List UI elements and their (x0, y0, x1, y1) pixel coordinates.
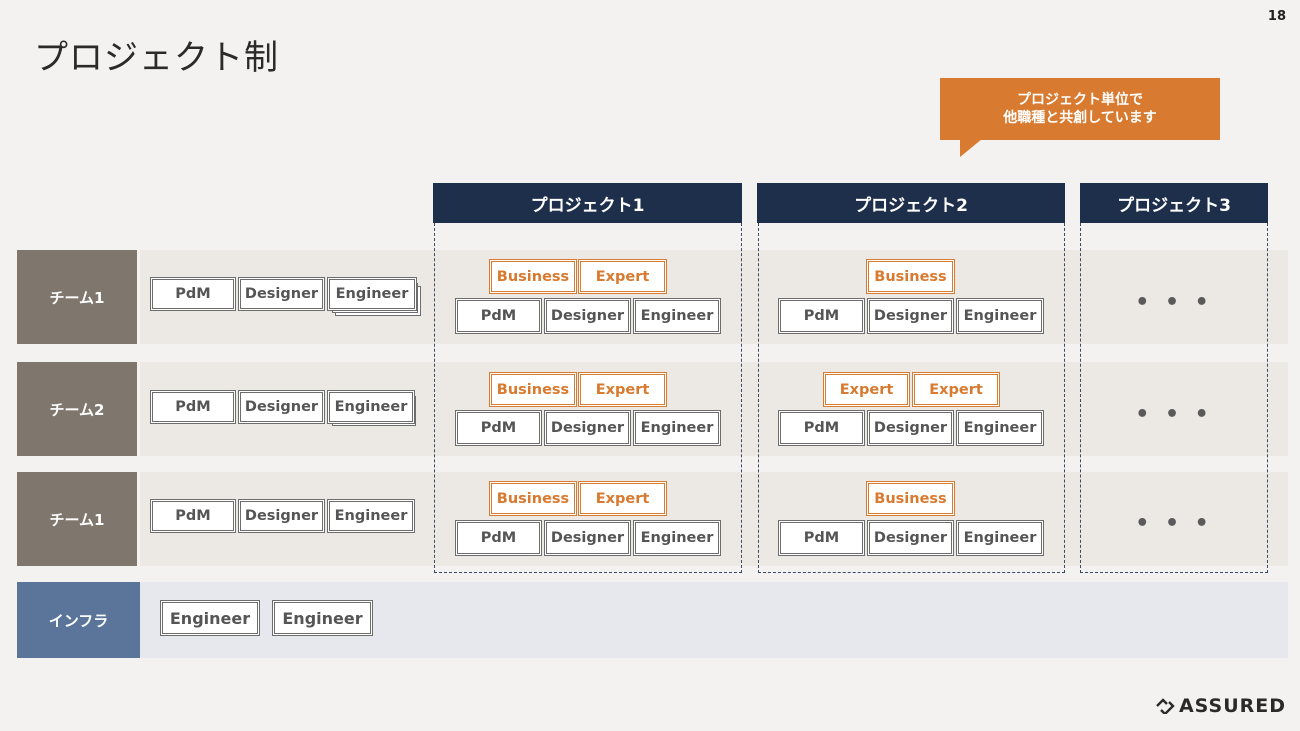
member-box-orange: Expert (579, 373, 666, 406)
member-box-orange: Expert (579, 482, 666, 515)
callout-tail (960, 139, 982, 157)
callout-line-1: プロジェクト単位で (1017, 92, 1143, 108)
member-box: Designer (239, 278, 324, 310)
infra-label: インフラ (17, 582, 140, 658)
logo-text: ASSURED (1178, 695, 1286, 717)
member-box-orange: Business (867, 260, 954, 293)
member-box: Engineer (957, 521, 1043, 555)
diamond-check-icon (1156, 698, 1175, 714)
member-box: PdM (779, 521, 864, 555)
member-box-orange: Business (490, 482, 576, 515)
member-box-orange: Expert (824, 373, 909, 406)
member-box-orange: Business (490, 260, 576, 293)
member-box: Engineer (161, 601, 259, 635)
member-box: PdM (151, 500, 235, 532)
member-box: Engineer (273, 601, 372, 635)
project-2-header: プロジェクト2 (757, 183, 1065, 223)
team-label: チーム1 (17, 250, 137, 344)
member-box: Designer (868, 411, 953, 445)
member-box: Designer (239, 391, 324, 423)
member-box: Engineer (634, 411, 720, 445)
page-title: プロジェクト制 (34, 38, 279, 78)
member-box: Designer (239, 500, 324, 532)
member-box-orange: Expert (913, 373, 999, 406)
member-box: Designer (545, 411, 630, 445)
team-label: チーム2 (17, 362, 137, 456)
member-box: Engineer (957, 299, 1043, 333)
member-box: Designer (545, 521, 630, 555)
member-box: Engineer (634, 299, 720, 333)
project-3-frame (1080, 223, 1268, 573)
callout-line-2: 他職種と共創しています (1003, 110, 1157, 126)
team-label: チーム1 (17, 472, 137, 566)
project-2-frame (758, 223, 1065, 573)
member-box: PdM (456, 411, 541, 445)
member-box-orange: Business (490, 373, 576, 406)
member-box-orange: Expert (579, 260, 666, 293)
project-1-header: プロジェクト1 (433, 183, 742, 223)
ellipsis: • • • (1135, 289, 1213, 315)
member-box: PdM (151, 391, 235, 423)
member-box: Engineer (328, 391, 414, 423)
callout: プロジェクト単位で 他職種と共創しています (940, 78, 1220, 140)
member-box: Engineer (634, 521, 720, 555)
member-box: Engineer (957, 411, 1043, 445)
member-box: Designer (545, 299, 630, 333)
member-box: Engineer (328, 500, 414, 532)
project-3-header: プロジェクト3 (1080, 183, 1268, 223)
member-box: PdM (779, 299, 864, 333)
member-box: Designer (868, 521, 953, 555)
page-number: 18 (1267, 9, 1286, 24)
project-1-frame (434, 223, 742, 573)
ellipsis: • • • (1135, 401, 1213, 427)
ellipsis: • • • (1135, 510, 1213, 536)
member-box: PdM (456, 521, 541, 555)
member-box: PdM (151, 278, 235, 310)
assured-logo: ASSURED (1155, 695, 1286, 717)
member-box: PdM (779, 411, 864, 445)
member-box: PdM (456, 299, 541, 333)
member-box: Designer (868, 299, 953, 333)
member-box: Engineer (328, 278, 416, 310)
member-box-orange: Business (867, 482, 954, 515)
